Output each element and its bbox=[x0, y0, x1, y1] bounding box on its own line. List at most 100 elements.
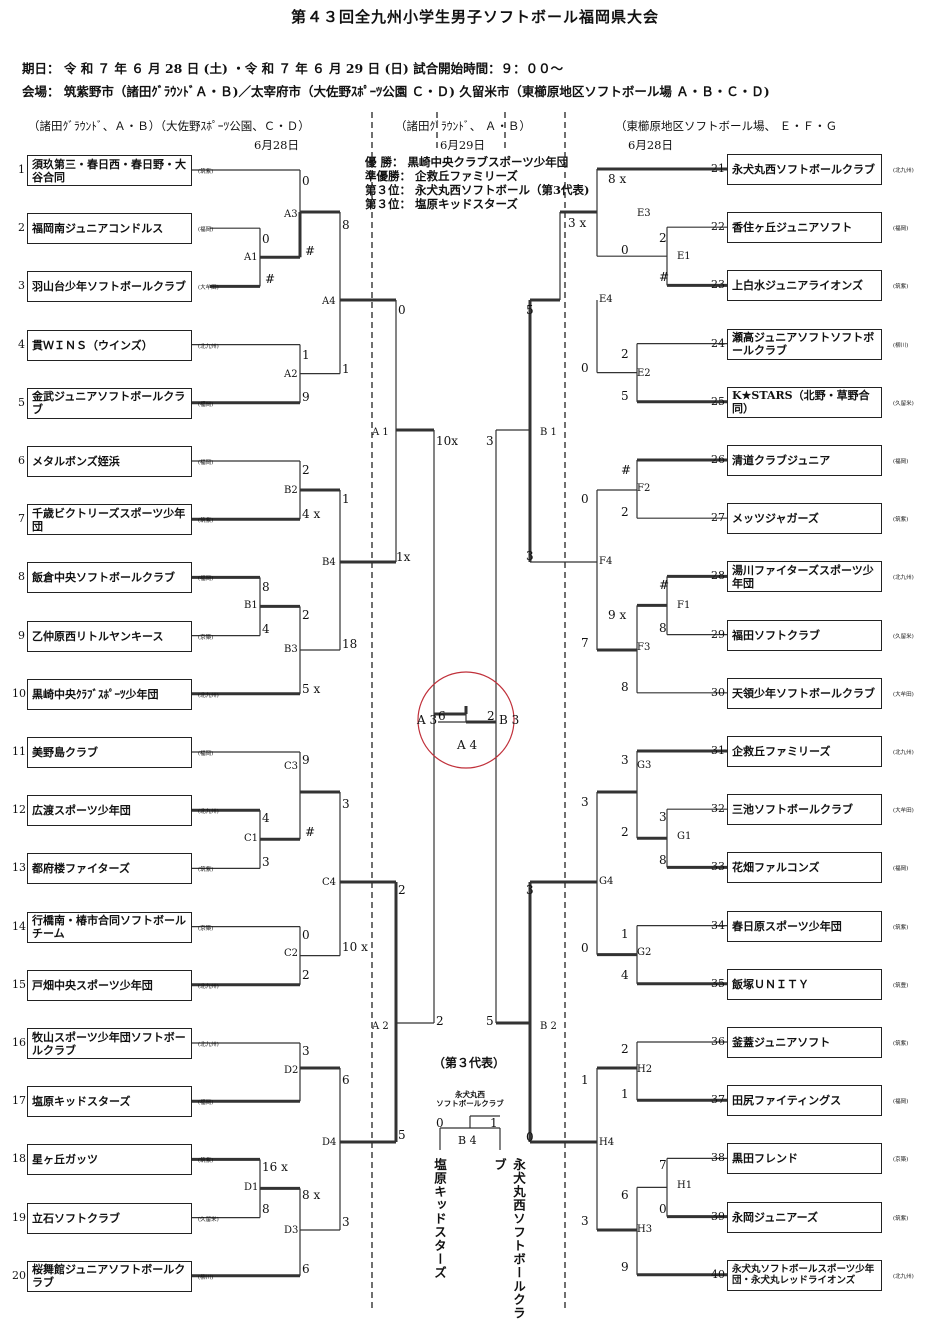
team-number: 4 bbox=[18, 337, 25, 351]
match-label: A3 bbox=[284, 209, 298, 220]
team-name-box: 三池ソフトボールクラブ bbox=[727, 794, 882, 826]
match-label: B3 bbox=[284, 644, 298, 655]
team-region: (筑紫) bbox=[893, 517, 909, 524]
team-name-box: メッツジャガーズ bbox=[727, 503, 882, 535]
match-label: D2 bbox=[284, 1065, 299, 1076]
match-label: F1 bbox=[677, 600, 691, 611]
match-label: E3 bbox=[637, 208, 651, 219]
score: # bbox=[305, 244, 316, 258]
team-region: (福岡) bbox=[893, 866, 909, 873]
score: 2 bbox=[621, 825, 629, 839]
team-name-box: 立石ソフトクラブ bbox=[27, 1202, 192, 1234]
team-name-box: 都府楼ファイターズ bbox=[27, 853, 192, 885]
team-number: 24 bbox=[711, 336, 725, 350]
match-label: D3 bbox=[284, 1225, 299, 1236]
team-region: (福岡) bbox=[893, 1099, 909, 1106]
score: # bbox=[265, 272, 276, 286]
third-top-label: 永犬丸西 ソフトボールクラブ bbox=[436, 1090, 504, 1108]
team-name-box: 桜舞館ジュニアソフトボールクラブ bbox=[27, 1260, 192, 1292]
team-number: 35 bbox=[711, 976, 725, 990]
team-number: 19 bbox=[12, 1210, 26, 1224]
match-label: D4 bbox=[322, 1137, 337, 1148]
score: 8 x bbox=[302, 1188, 321, 1202]
score: # bbox=[659, 270, 670, 284]
third-place-heading: （第３代表） bbox=[433, 1056, 506, 1070]
score: 2 bbox=[302, 463, 310, 477]
final-left-score: 6 bbox=[438, 709, 446, 723]
team-name-box: 花畑ファルコンズ bbox=[727, 852, 882, 884]
result-champion: 優 勝： 黒崎中央クラブスポーツ少年団 bbox=[365, 155, 569, 169]
team-number: 18 bbox=[12, 1152, 26, 1166]
team-name-box: 須玖第三・春日西・春日野・大谷合同 bbox=[27, 155, 192, 186]
match-label: F4 bbox=[599, 556, 613, 567]
team-name-box: 企救丘ファミリーズ bbox=[727, 736, 882, 767]
score: 2 bbox=[302, 608, 310, 622]
team-region: (北九州) bbox=[198, 343, 219, 350]
score: 10 x bbox=[342, 940, 368, 954]
team-name-box: 釜蓋ジュニアソフト bbox=[727, 1027, 882, 1058]
score: 0 bbox=[398, 303, 406, 317]
match-label: B 2 bbox=[540, 1021, 557, 1032]
third-left-team: 塩原キッドスターズ bbox=[432, 1158, 447, 1280]
left-date-header: 6月28日 bbox=[254, 138, 299, 152]
team-name-box: 福田ソフトクラブ bbox=[727, 619, 882, 651]
score: 3 bbox=[581, 1214, 589, 1228]
team-number: 22 bbox=[711, 220, 725, 234]
team-number: 36 bbox=[711, 1035, 725, 1048]
match-label: H3 bbox=[637, 1224, 653, 1235]
score: 8 bbox=[659, 621, 667, 635]
team-name-box: 塩原キッドスターズ bbox=[27, 1086, 192, 1118]
team-region: (筑紫) bbox=[893, 1041, 909, 1047]
team-region: (筑紫) bbox=[198, 169, 214, 175]
score: 8 x bbox=[608, 172, 627, 186]
score: 5 bbox=[398, 1128, 406, 1142]
team-region: (筑紫) bbox=[198, 867, 214, 874]
score: 0 bbox=[621, 243, 629, 257]
score: 9 bbox=[621, 1260, 629, 1274]
team-region: (筑紫) bbox=[198, 518, 214, 525]
team-name-box: 美野島クラブ bbox=[27, 737, 192, 768]
team-name-box: 春日原スポーツ少年団 bbox=[727, 910, 882, 942]
team-number: 27 bbox=[711, 511, 725, 525]
result-third-1: 第３位： 永犬丸西ソフトボール（第3代表) bbox=[365, 183, 590, 197]
score: 4 x bbox=[302, 507, 321, 521]
score: 16 x bbox=[262, 1160, 288, 1174]
team-region: (北九州) bbox=[893, 1273, 914, 1280]
team-number: 15 bbox=[12, 977, 26, 991]
team-number: 13 bbox=[12, 861, 26, 875]
score: 2 bbox=[621, 505, 629, 519]
score: 1 bbox=[621, 1087, 629, 1101]
right-venue-header: （東櫛原地区ソフトボール場、 Ｅ・Ｆ・Ｇ bbox=[615, 119, 838, 133]
match-label: G2 bbox=[637, 947, 652, 958]
team-region: (大牟田) bbox=[198, 285, 219, 292]
match-label: C4 bbox=[322, 877, 337, 888]
team-region: (筑紫) bbox=[198, 1158, 214, 1165]
team-name-box: 星ヶ丘ガッツ bbox=[27, 1144, 192, 1176]
match-label: A1 bbox=[244, 252, 258, 263]
match-label: C2 bbox=[284, 948, 299, 959]
score: 5 bbox=[526, 303, 534, 317]
page-title: 第４３回全九州小学生男子ソフトボール福岡県大会 bbox=[290, 8, 659, 26]
team-name-box: 金武ジュニアソフトボールクラブ bbox=[27, 387, 192, 419]
team-name-box: 香住ヶ丘ジュニアソフト bbox=[727, 212, 882, 244]
third-right-team: 永犬丸西ソフトボールクラブ bbox=[492, 1158, 526, 1320]
match-label: G3 bbox=[637, 760, 652, 771]
team-region: (北九州) bbox=[893, 750, 914, 756]
team-region: (筑豊) bbox=[893, 982, 909, 989]
result-runner-up: 準優勝： 企救丘ファミリーズ bbox=[365, 169, 518, 183]
score: 0 bbox=[302, 174, 310, 188]
score: 0 bbox=[262, 232, 270, 246]
match-label: E4 bbox=[599, 294, 613, 305]
team-name-box: 黒田フレンド bbox=[727, 1143, 882, 1175]
team-region: (北九州) bbox=[893, 168, 914, 174]
score: 1 bbox=[342, 492, 350, 506]
team-number: 33 bbox=[711, 860, 725, 874]
date-time-line: 期日： 令 和 ７ 年 ６ 月 28 日 (土) ・令 和 ７ 年 ６ 月 29… bbox=[22, 61, 564, 76]
score: 3 x bbox=[568, 216, 587, 230]
team-name-box: 行橋南・椿市合同ソフトボールチーム bbox=[27, 911, 192, 943]
team-number: 39 bbox=[711, 1209, 725, 1223]
score: 7 bbox=[659, 1158, 667, 1172]
team-name-box: 貫ＷＩＮＳ（ウインズ） bbox=[27, 329, 192, 361]
match-label: A 1 bbox=[372, 427, 389, 438]
